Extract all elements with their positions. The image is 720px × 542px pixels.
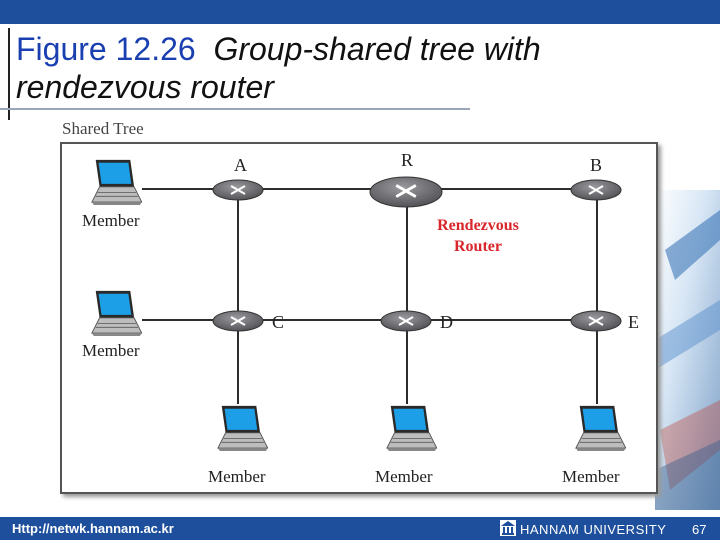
title-accent-line xyxy=(8,28,10,120)
slide-title: Figure 12.26 Group-shared tree with rend… xyxy=(16,30,656,106)
router-r xyxy=(369,176,443,208)
laptop-icon xyxy=(91,159,142,206)
router-a xyxy=(212,179,264,201)
member-label-bottom-d: Member xyxy=(375,467,433,486)
router-label-c: C xyxy=(272,312,284,332)
router-c xyxy=(212,310,264,332)
links-group xyxy=(142,188,598,404)
page-number: 67 xyxy=(692,522,707,537)
member-label-bottom-c: Member xyxy=(208,467,266,486)
member-laptop-bottom-c xyxy=(217,405,268,452)
member-laptop-mid-left xyxy=(91,290,142,337)
member-laptop-bottom-d xyxy=(386,405,437,452)
router-label-a: A xyxy=(234,155,247,175)
footer-url[interactable]: Http://netwk.hannam.ac.kr xyxy=(12,521,174,536)
member-label-mid-left: Member xyxy=(82,341,140,360)
laptop-icon xyxy=(217,405,268,452)
member-laptop-top-left xyxy=(91,159,142,206)
figure-number: Figure 12.26 xyxy=(16,31,196,67)
router-label: Router xyxy=(454,238,502,255)
laptop-icon xyxy=(386,405,437,452)
laptop-icon xyxy=(91,290,142,337)
router-e xyxy=(570,310,622,332)
title-underline xyxy=(0,108,470,110)
university-logo-icon xyxy=(499,519,517,537)
router-label-e: E xyxy=(628,312,639,332)
decorative-background-image xyxy=(655,190,720,510)
footer-bar: Http://netwk.hannam.ac.kr HANNAM UNIVERS… xyxy=(0,517,720,540)
top-banner xyxy=(0,0,720,24)
laptop-icon xyxy=(575,405,626,452)
member-label-bottom-e: Member xyxy=(562,467,620,486)
router-label-d: D xyxy=(440,312,453,332)
footer-university: HANNAM UNIVERSITY xyxy=(520,522,667,537)
panel-label: Shared Tree xyxy=(62,119,144,138)
rendezvous-label: Rendezvous xyxy=(437,217,519,234)
router-label-b: B xyxy=(590,155,602,175)
figure-caption: Group-shared tree with rendezvous router xyxy=(16,31,541,105)
router-b xyxy=(570,179,622,201)
member-laptop-bottom-e xyxy=(575,405,626,452)
member-label-top-left: Member xyxy=(82,211,140,230)
router-d xyxy=(380,310,432,332)
diagram-panel: A R B C D E Rendezvous Router xyxy=(60,142,658,494)
router-label-r: R xyxy=(401,150,413,170)
